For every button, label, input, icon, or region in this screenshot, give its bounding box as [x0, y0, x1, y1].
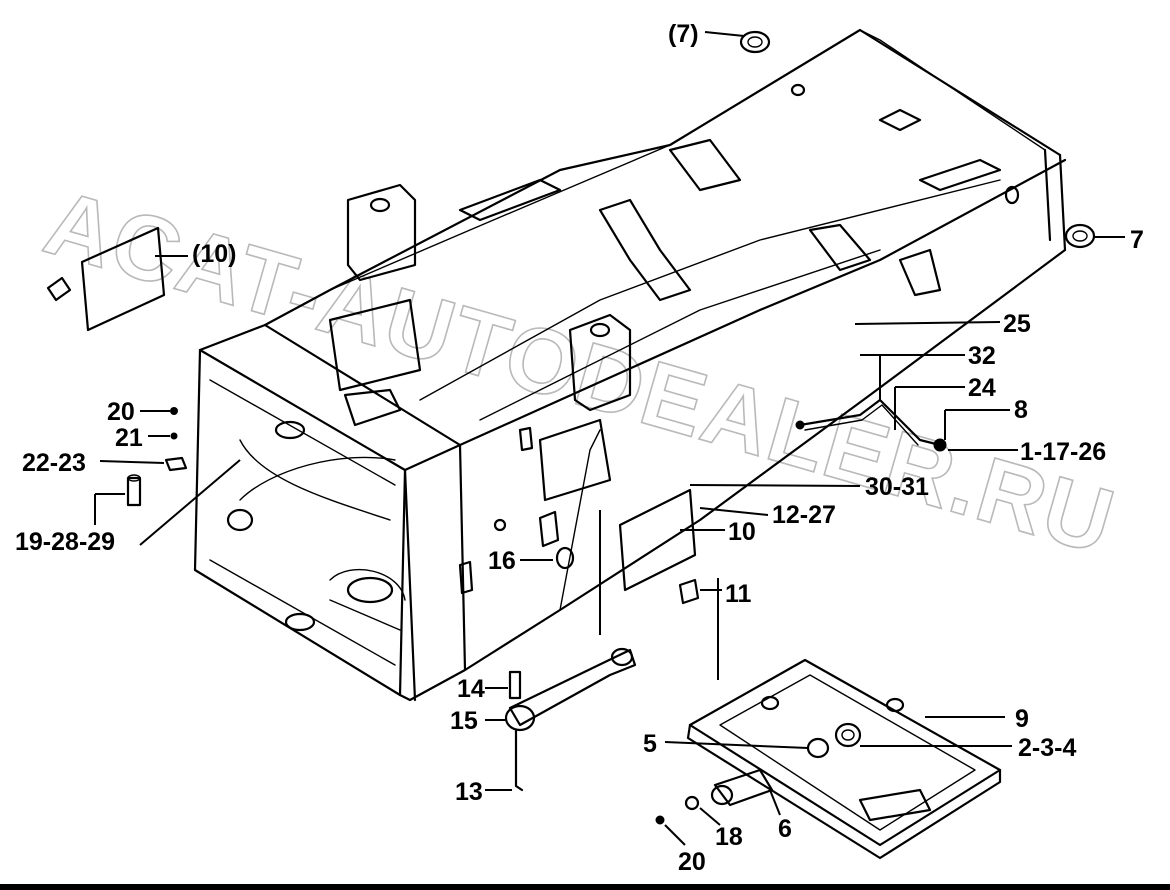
- callout-19-28-29: 19-28-29: [15, 528, 115, 556]
- bushing-2-3-4-5: [806, 722, 862, 759]
- callout-7: 7: [1130, 226, 1144, 254]
- watermark-text: ACAT-AUTODEALER.RU: [34, 171, 1125, 574]
- callout-10: 10: [728, 518, 756, 546]
- callout-9: 9: [1015, 705, 1029, 733]
- callout-15: 15: [450, 707, 478, 735]
- part-7-bushing-top: [739, 30, 771, 54]
- bottom-border: [0, 884, 1170, 890]
- left-small-parts: [126, 407, 188, 507]
- callout-8: 8: [1014, 396, 1028, 424]
- callout-labels: (7) 7 (10) 25 32 24 8 1-17-26 30-31 12-2…: [15, 20, 1144, 876]
- part-7-bushing-right: [1064, 223, 1096, 249]
- callout-10-paren: (10): [192, 240, 236, 268]
- callout-2-3-4: 2-3-4: [1018, 734, 1076, 762]
- callout-24: 24: [968, 374, 996, 402]
- mount-9: [686, 658, 1002, 860]
- callout-20-bottom: 20: [678, 848, 706, 876]
- callout-11: 11: [725, 580, 752, 608]
- callout-5: 5: [643, 730, 657, 758]
- callout-30-31: 30-31: [865, 473, 929, 501]
- pin-16: [555, 546, 575, 570]
- rear-frame: [193, 28, 1067, 702]
- callout-14: 14: [457, 675, 485, 703]
- hand-rail-32: [795, 398, 947, 452]
- cover-plate-10-top: [46, 226, 166, 332]
- callout-16: 16: [488, 547, 516, 575]
- callout-25: 25: [1003, 310, 1031, 338]
- callout-20-top: 20: [107, 398, 135, 426]
- callout-13: 13: [455, 778, 483, 806]
- callout-6: 6: [778, 815, 792, 843]
- callout-18: 18: [715, 823, 743, 851]
- callout-21: 21: [115, 424, 143, 452]
- cover-plate-10-side: [618, 488, 700, 605]
- callout-22-23: 22-23: [22, 449, 86, 477]
- callout-12-27: 12-27: [772, 501, 836, 529]
- leader-lines: [94, 31, 1125, 846]
- pin-6-washer-18-bolt-20: [655, 768, 774, 825]
- callout-7-paren: (7): [668, 20, 699, 48]
- tie-rod-14-15: [504, 647, 637, 792]
- callout-32: 32: [968, 342, 996, 370]
- callout-1-17-26: 1-17-26: [1020, 438, 1106, 466]
